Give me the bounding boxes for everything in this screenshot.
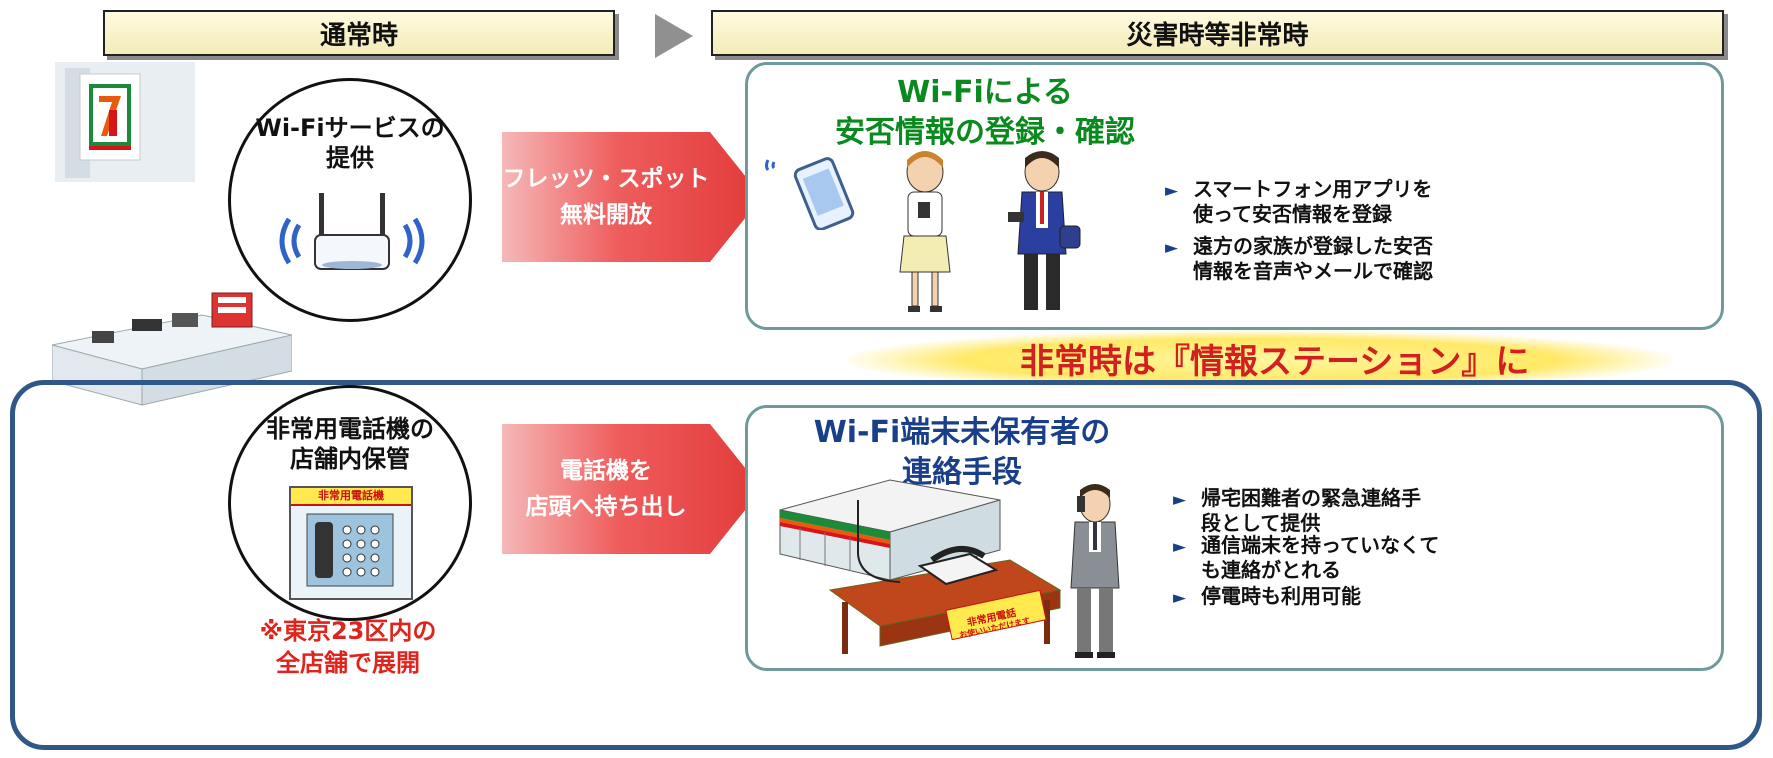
phone-box-label: 非常用電話機 xyxy=(291,488,411,506)
wifi-service-title: Wi-Fiサービスの 提供 xyxy=(231,113,469,173)
info-station-banner: 非常時は『情報ステーション』に xyxy=(1020,342,1530,382)
wifi-service-circle: Wi-Fiサービスの 提供 xyxy=(228,78,472,322)
store-front-phone-illustration: 非常用電話 お使いいただけます xyxy=(779,479,1062,654)
header-normal-label: 通常時 xyxy=(319,20,398,51)
bullet-triangle-icon: ► xyxy=(1173,537,1187,557)
top-bullet-1: ► スマートフォン用アプリを 使って安否情報を登録 xyxy=(1165,177,1465,227)
emergency-phone-title-line2: 店舗内保管 xyxy=(290,445,410,473)
bottom-bullet-1-line1: 帰宅困難者の緊急連絡手 xyxy=(1201,486,1421,510)
phone-box: 非常用電話機 xyxy=(289,486,413,600)
top-arrow-line2: 無料開放 xyxy=(560,202,652,228)
tokyo-note-line2: 全店舗で展開 xyxy=(276,649,420,677)
bottom-bullet-1-line2: 段として提供 xyxy=(1201,511,1321,535)
bottom-highlight-frame xyxy=(10,380,1762,750)
man-using-phone-illustration xyxy=(1008,151,1081,310)
wifi-service-title-line2: 提供 xyxy=(326,144,374,172)
header-emergency-label: 災害時等非常時 xyxy=(1126,20,1309,51)
bullet-triangle-icon: ► xyxy=(1173,588,1187,608)
header-normal: 通常時 xyxy=(103,10,615,56)
wifi-safety-title-line2: 安否情報の登録・確認 xyxy=(835,115,1135,150)
top-action-arrow: フレッツ・スポット 無料開放 xyxy=(502,132,762,262)
bottom-action-arrow: 電話機を 店頭へ持ち出し xyxy=(502,424,762,554)
wifi-router-icon xyxy=(279,193,425,270)
top-bullet-2-line1: 遠方の家族が登録した安否 xyxy=(1193,234,1433,258)
telephone-icon xyxy=(306,513,394,587)
bottom-arrow-line1: 電話機を xyxy=(560,458,652,484)
emergency-phone-circle: 非常用電話機の 店舗内保管 非常用電話機 xyxy=(228,385,472,621)
top-bullet-1-line2: 使って安否情報を登録 xyxy=(1193,202,1392,226)
emergency-contact-panel-title: Wi-Fi端末未保有者の 連絡手段 xyxy=(772,413,1152,493)
bottom-bullet-2-line1: 通信端末を持っていなくて xyxy=(1201,533,1440,557)
top-bullet-2: ► 遠方の家族が登録した安否 情報を音声やメールで確認 xyxy=(1165,234,1485,284)
bottom-bullet-2-line2: も連絡がとれる xyxy=(1201,558,1341,582)
store-sign-illustration xyxy=(55,62,195,182)
header-emergency: 災害時等非常時 xyxy=(711,10,1724,56)
wifi-safety-title-line1: Wi-Fiによる xyxy=(897,75,1073,110)
bullet-triangle-icon: ► xyxy=(1165,238,1179,258)
wifi-safety-panel-title: Wi-Fiによる 安否情報の登録・確認 xyxy=(765,73,1205,153)
man-on-phone-illustration xyxy=(1070,484,1120,658)
bottom-bullet-2: ► 通信端末を持っていなくて も連絡がとれる xyxy=(1173,533,1493,583)
top-bullet-2-line2: 情報を音声やメールで確認 xyxy=(1193,259,1433,283)
smartphone-icon xyxy=(765,157,855,230)
top-bullet-1-line1: スマートフォン用アプリを xyxy=(1193,177,1433,201)
bottom-bullet-3-line1: 停電時も利用可能 xyxy=(1201,584,1361,608)
bullet-triangle-icon: ► xyxy=(1173,490,1187,510)
top-arrow-line1: フレッツ・スポット xyxy=(502,166,710,192)
bottom-arrow-line2: 店頭へ持ち出し xyxy=(525,494,687,520)
bottom-bullet-1: ► 帰宅困難者の緊急連絡手 段として提供 xyxy=(1173,486,1473,536)
wifi-service-title-line1: Wi-Fiサービスの xyxy=(255,114,445,142)
tokyo-note-line1: ※東京23区内の xyxy=(259,617,437,645)
tokyo-note: ※東京23区内の 全店舗で展開 xyxy=(218,615,478,679)
store-counter-illustration xyxy=(52,292,292,406)
woman-using-phone-illustration xyxy=(899,151,951,312)
header-arrow-icon xyxy=(655,14,693,58)
emergency-phone-title: 非常用電話機の 店舗内保管 xyxy=(231,414,469,474)
emergency-contact-title-line1: Wi-Fi端末未保有者の xyxy=(813,415,1111,450)
emergency-contact-title-line2: 連絡手段 xyxy=(902,455,1022,490)
bullet-triangle-icon: ► xyxy=(1165,181,1179,201)
emergency-phone-title-line1: 非常用電話機の xyxy=(266,415,434,443)
bottom-bullet-3: ► 停電時も利用可能 xyxy=(1173,584,1473,609)
